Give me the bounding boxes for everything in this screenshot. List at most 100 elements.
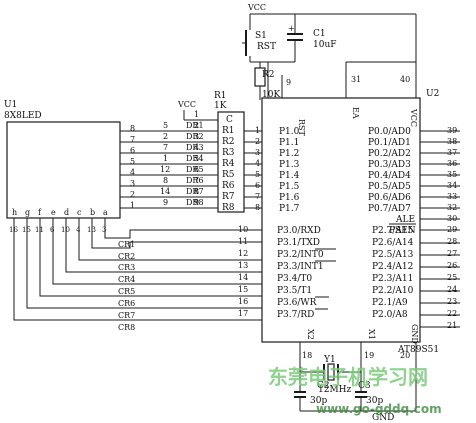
p1-label: P1.6 bbox=[279, 193, 300, 203]
cr-label: CR6 bbox=[118, 299, 135, 308]
u1-row-num: 2 bbox=[130, 190, 135, 199]
r1-value: 1K bbox=[214, 101, 227, 111]
r1-pin-num: 6 bbox=[194, 165, 199, 174]
r1-pin-num: 5 bbox=[194, 154, 199, 163]
u2-label: U2 bbox=[426, 89, 439, 99]
u1-body bbox=[6, 121, 121, 219]
p3-label: P3.5/T1 bbox=[277, 286, 312, 296]
c3-label: C3 bbox=[358, 381, 371, 391]
xtal-body bbox=[327, 363, 335, 381]
r-label: R6 bbox=[222, 181, 235, 191]
dr-label: DR7 bbox=[186, 187, 204, 196]
r-label: R2 bbox=[222, 137, 235, 147]
col-wire-cr8 bbox=[13, 218, 262, 321]
p1-label: P1.1 bbox=[279, 138, 299, 148]
r-label: R4 bbox=[222, 159, 235, 169]
p2-label: P2.6/A14 bbox=[372, 238, 414, 248]
r1-pin-num: 2 bbox=[194, 121, 199, 130]
p3-pin-num: 12 bbox=[238, 249, 248, 258]
p3-label: P3.4/T0 bbox=[277, 274, 312, 284]
p2-pin-num: 28 bbox=[447, 237, 457, 246]
u1-row-pin: 9 bbox=[163, 198, 168, 207]
chip-vcc-label: VCC bbox=[409, 108, 418, 127]
p1-label: P1.5 bbox=[279, 182, 300, 192]
u1-col-pin: 11 bbox=[35, 226, 44, 234]
u1-label: U1 bbox=[4, 100, 17, 110]
p0-label: P0.2/AD2 bbox=[368, 149, 411, 159]
r-label: R1 bbox=[222, 126, 235, 136]
p3-port: P3.0/RXD P3.1/TXD P3.2/INT0 P3.3/INT1 P3… bbox=[238, 225, 336, 320]
u1-col-letter: b bbox=[90, 208, 95, 217]
p0-label: P0.5/AD5 bbox=[368, 182, 411, 192]
u1-row-pin: 1 bbox=[163, 154, 168, 163]
p3-pin-num: 16 bbox=[238, 297, 248, 306]
p2-label: P2.7/A15 bbox=[372, 226, 414, 236]
u1-row-pin: 8 bbox=[163, 176, 168, 185]
u1-row-num: 6 bbox=[130, 146, 135, 155]
r1-resistor-network: R1 1K VCC C 1 R1 R2 R3 R4 R5 R6 R7 R8 2 … bbox=[177, 91, 262, 213]
c1-value: 10uF bbox=[313, 40, 337, 50]
p3-label: P3.7/RD bbox=[277, 310, 314, 320]
p3-pin-num: 14 bbox=[238, 273, 248, 282]
dr-label: DR8 bbox=[186, 198, 204, 207]
chip-x2-label: X2 bbox=[306, 329, 315, 340]
dr-label: DR1 bbox=[186, 121, 204, 130]
r1-pin-num: 8 bbox=[194, 187, 199, 196]
pin31-label: 31 bbox=[351, 75, 361, 84]
watermark: 东莞电子机学习网 www.go-gddq.com bbox=[268, 365, 442, 416]
r-label: R7 bbox=[222, 192, 235, 202]
cr-label: CR4 bbox=[118, 275, 135, 284]
s1-label: S1 bbox=[255, 31, 267, 41]
cr-label: CR1 bbox=[118, 240, 135, 249]
p1-label: P1.4 bbox=[279, 171, 300, 181]
p3-label: P3.0/RXD bbox=[277, 226, 321, 236]
u1-part: 8X8LED bbox=[4, 111, 42, 121]
c1-label: C1 bbox=[313, 29, 326, 39]
col-wire-cr2 bbox=[91, 218, 262, 249]
p0-label: P0.1/AD1 bbox=[368, 138, 411, 148]
vcc-r1-label: VCC bbox=[177, 100, 196, 109]
p3-label: P3.2/INT0 bbox=[277, 250, 324, 260]
p0-label: P0.3/AD3 bbox=[368, 160, 411, 170]
ale-label: ALE bbox=[395, 215, 415, 225]
p2-label: P2.2/A10 bbox=[372, 286, 414, 296]
chip-ea-label: EA bbox=[351, 107, 360, 119]
chip-rst-label: RST bbox=[297, 119, 306, 137]
u1-row-num: 4 bbox=[130, 168, 135, 177]
r1-pin-num: 4 bbox=[194, 143, 199, 152]
pin40-label: 40 bbox=[400, 75, 410, 84]
c2-label: C2 bbox=[317, 381, 330, 391]
p2-label: P2.4/A12 bbox=[372, 262, 413, 272]
cr-label: CR7 bbox=[118, 311, 135, 320]
p3-label: P3.1/TXD bbox=[277, 238, 320, 248]
r2-value: 10K bbox=[262, 90, 280, 100]
col-wire-cr5 bbox=[52, 218, 262, 285]
watermark-url: www.go-gddq.com bbox=[316, 402, 442, 416]
u1-col-letter: h bbox=[12, 208, 17, 217]
p0-label: P0.0/AD0 bbox=[368, 127, 411, 137]
p2-label: P2.3/A11 bbox=[372, 274, 413, 284]
p1-label: P1.3 bbox=[279, 160, 300, 170]
r-label: R5 bbox=[222, 170, 235, 180]
cr-label: CR3 bbox=[118, 263, 135, 272]
crystal-circuit: 18 19 20 Y1 12MHz C2 30p C3 30p GND bbox=[294, 342, 417, 423]
col-wire-cr4 bbox=[65, 218, 262, 273]
p1-label: P1.0 bbox=[279, 127, 300, 137]
dr-label: DR2 bbox=[186, 132, 204, 141]
u1-col-letter: f bbox=[38, 208, 42, 217]
p2-pin-num: 22 bbox=[447, 309, 457, 318]
y1-value: 12MHz bbox=[318, 385, 352, 395]
cr-label: CR2 bbox=[118, 252, 135, 261]
p2-pin-num: 21 bbox=[447, 321, 457, 330]
p3-pin-num: 17 bbox=[238, 309, 248, 318]
col-wire-cr3 bbox=[78, 218, 262, 261]
dr-label: DR3 bbox=[186, 143, 204, 152]
p2-pin-num: 27 bbox=[447, 249, 457, 258]
p3-label: P3.6/WR bbox=[277, 298, 317, 308]
p0-label: P0.7/AD7 bbox=[368, 204, 411, 214]
u1-led-matrix: U1 8X8LED 8 7 6 5 4 3 2 1 5 2 7 1 12 8 1… bbox=[4, 100, 262, 332]
p1-label: P1.7 bbox=[279, 204, 300, 214]
psen-label: PSEN bbox=[389, 226, 416, 236]
u2-body bbox=[261, 97, 421, 343]
